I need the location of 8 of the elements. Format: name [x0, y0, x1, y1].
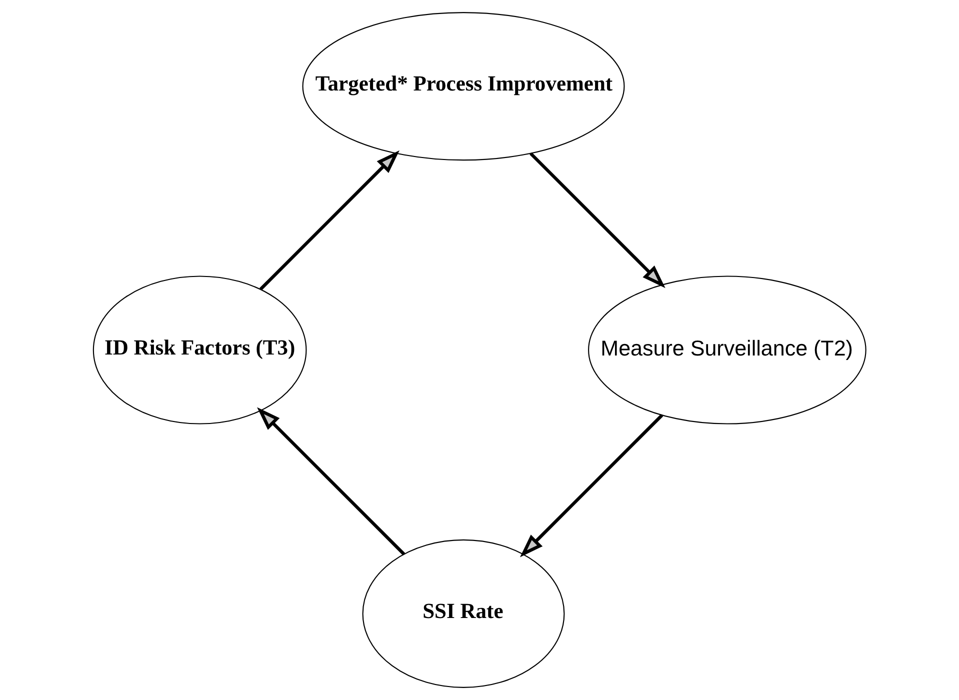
arrow	[257, 407, 406, 556]
arrow	[260, 150, 400, 290]
arrow	[520, 414, 664, 558]
node-ellipse: SSI Rate	[362, 539, 565, 688]
node-ellipse: ID Risk Factors (T3)	[92, 276, 307, 424]
arrow	[530, 152, 666, 288]
node-ellipse: Measure Surveillance (T2)	[588, 276, 866, 424]
node-ellipse: Targeted* Process Improvement	[302, 12, 625, 161]
